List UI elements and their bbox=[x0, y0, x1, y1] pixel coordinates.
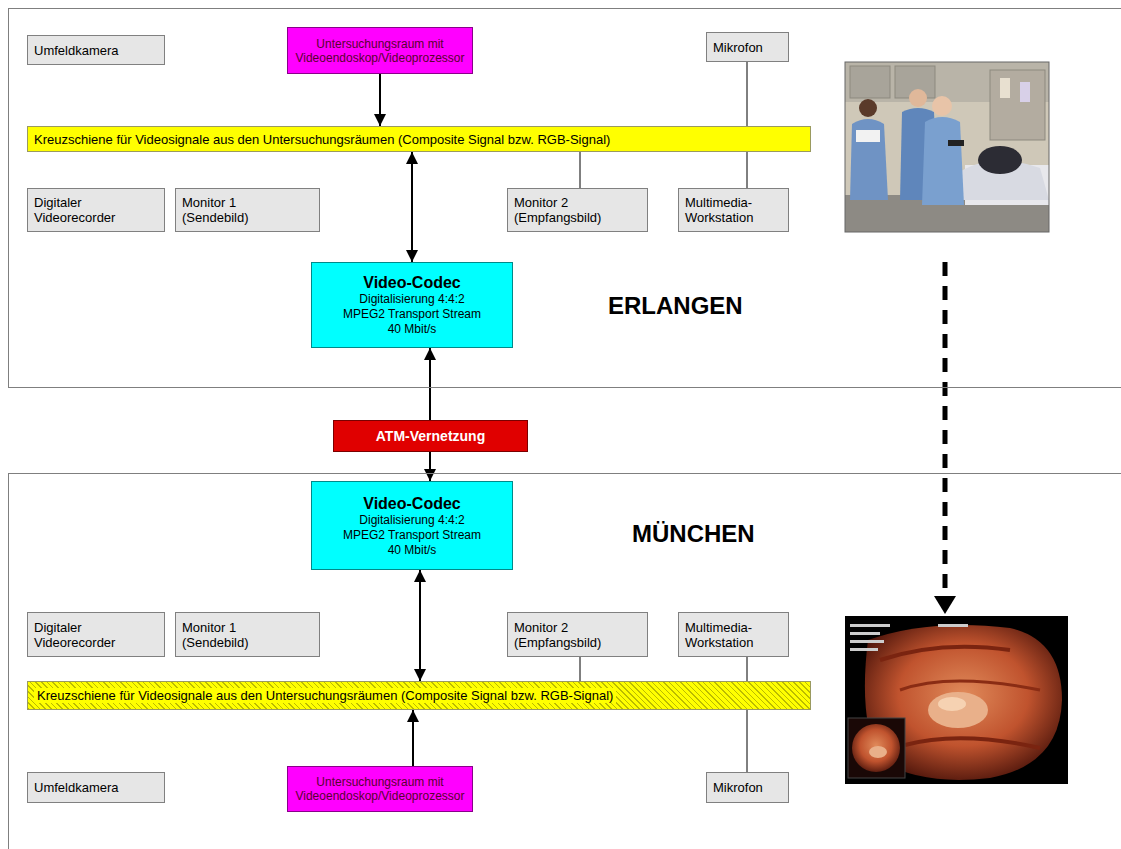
endoscopy-image bbox=[845, 616, 1068, 784]
signal-arrow bbox=[429, 452, 431, 481]
crossbar-band: Kreuzschiene für Videosignale aus den Un… bbox=[27, 126, 811, 152]
codec-box: Video-CodecDigitalisierung 4:4:2 MPEG2 T… bbox=[311, 262, 513, 348]
box-label: Untersuchungsraum mit Videoendoskop/Vide… bbox=[292, 775, 468, 803]
signal-line bbox=[580, 657, 581, 681]
box-label: Mikrofon bbox=[713, 780, 782, 795]
box-label: Kreuzschiene für Videosignale aus den Un… bbox=[34, 132, 804, 147]
signal-arrow bbox=[429, 348, 431, 420]
box-label: Umfeldkamera bbox=[34, 43, 158, 58]
room-box: Untersuchungsraum mit Videoendoskop/Vide… bbox=[287, 766, 473, 812]
signal-line bbox=[747, 152, 748, 188]
device-box: Monitor 1 (Sendebild) bbox=[175, 188, 320, 232]
device-box: Monitor 2 (Empfangsbild) bbox=[507, 612, 648, 657]
photo-examination-room bbox=[845, 62, 1055, 232]
codec-box: Video-CodecDigitalisierung 4:4:2 MPEG2 T… bbox=[311, 481, 513, 570]
site-region: ERLANGEN Umfeldkamera Untersuchungsraum mi… bbox=[8, 8, 1121, 388]
device-box: Umfeldkamera bbox=[27, 772, 165, 803]
device-box: Multimedia-Workstation bbox=[678, 612, 789, 657]
box-label: Multimedia-Workstation bbox=[685, 195, 782, 225]
box-label: ATM-Vernetzung bbox=[376, 428, 485, 444]
box-body: Digitalisierung 4:4:2 MPEG2 Transport St… bbox=[337, 513, 487, 558]
signal-line bbox=[747, 710, 748, 772]
box-label: Multimedia-Workstation bbox=[685, 620, 782, 650]
box-label: Monitor 2 (Empfangsbild) bbox=[514, 620, 619, 650]
box-label: Kreuzschiene für Videosignale aus den Un… bbox=[34, 688, 616, 703]
box-body: Digitalisierung 4:4:2 MPEG2 Transport St… bbox=[337, 292, 487, 337]
site-region: MÜNCHEN Video-CodecDigitalisierung 4:4:2 … bbox=[8, 473, 1121, 849]
box-heading: Video-Codec bbox=[363, 494, 461, 513]
box-label: Monitor 1 (Sendebild) bbox=[182, 195, 282, 225]
signal-line bbox=[747, 657, 748, 681]
device-box: Digitaler Videorecorder bbox=[27, 612, 165, 657]
box-label: Untersuchungsraum mit Videoendoskop/Vide… bbox=[292, 37, 468, 65]
site-label: MÜNCHEN bbox=[632, 520, 755, 548]
device-box: Digitaler Videorecorder bbox=[27, 188, 165, 232]
box-label: Mikrofon bbox=[713, 40, 782, 55]
room-box: Untersuchungsraum mit Videoendoskop/Vide… bbox=[287, 27, 473, 74]
site-label: ERLANGEN bbox=[608, 292, 743, 320]
box-label: Umfeldkamera bbox=[34, 780, 158, 795]
box-label: Digitaler Videorecorder bbox=[34, 195, 134, 225]
dashed-arrow bbox=[934, 262, 956, 614]
network-box: ATM-Vernetzung bbox=[333, 420, 528, 452]
signal-arrow bbox=[419, 570, 421, 681]
device-box: Mikrofon bbox=[706, 772, 789, 803]
signal-arrow bbox=[411, 152, 413, 262]
signal-line bbox=[747, 62, 748, 126]
device-box: Monitor 2 (Empfangsbild) bbox=[507, 188, 648, 232]
signal-line bbox=[580, 152, 581, 188]
device-box: Multimedia-Workstation bbox=[678, 188, 789, 232]
box-heading: Video-Codec bbox=[363, 273, 461, 292]
device-box: Umfeldkamera bbox=[27, 35, 165, 65]
box-label: Monitor 2 (Empfangsbild) bbox=[514, 195, 619, 225]
box-label: Digitaler Videorecorder bbox=[34, 620, 134, 650]
box-label: Monitor 1 (Sendebild) bbox=[182, 620, 282, 650]
crossbar-band: Kreuzschiene für Videosignale aus den Un… bbox=[27, 681, 811, 710]
signal-arrow bbox=[412, 710, 414, 766]
signal-arrow bbox=[379, 74, 381, 126]
device-box: Mikrofon bbox=[706, 32, 789, 62]
device-box: Monitor 1 (Sendebild) bbox=[175, 612, 320, 657]
